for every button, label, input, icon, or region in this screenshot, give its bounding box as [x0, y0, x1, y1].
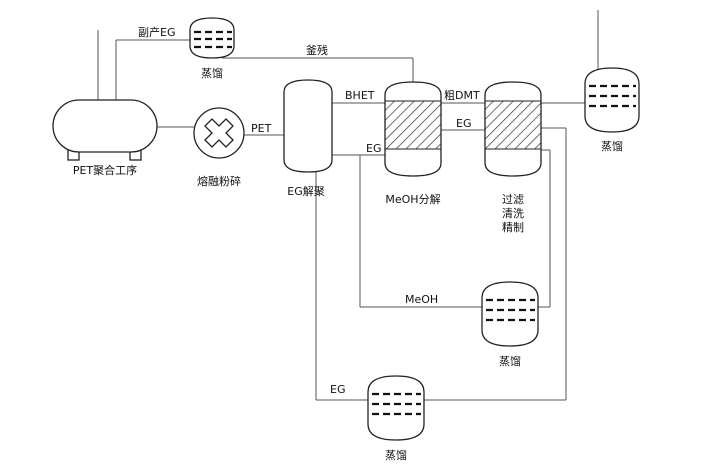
crusher-icon — [193, 107, 245, 159]
x-cross-icon — [204, 118, 234, 148]
eg-stream-right-label: EG — [456, 117, 471, 130]
pet-stream-label: PET — [251, 122, 272, 135]
eg-depoly-label: EG解聚 — [287, 184, 324, 198]
still-mid-label: 蒸馏 — [499, 354, 521, 368]
filter-label-3: 精制 — [502, 221, 524, 234]
pet-unit-label: PET聚合工序 — [73, 163, 137, 177]
pipes — [97, 10, 599, 401]
meoh-decomposition-column — [384, 81, 442, 177]
tank-body — [52, 99, 158, 153]
filter-label-1: 过滤 — [502, 193, 524, 206]
bhet-label: BHET — [345, 89, 375, 102]
eg-stream-bottom-label: EG — [330, 383, 345, 396]
melt-crush-label: 熔融粉碎 — [197, 174, 241, 188]
still-top-left-label: 蒸馏 — [201, 66, 223, 80]
byproduct-eg-label: 副产EG — [138, 25, 175, 39]
still-top-right — [584, 67, 640, 133]
meoh-decomp-label: MeOH分解 — [385, 192, 440, 206]
meoh-stream-label: MeOH — [405, 293, 438, 306]
filter-label-2: 清洗 — [502, 207, 524, 220]
still-bottom-label: 蒸馏 — [385, 448, 407, 462]
residue-label: 釜残 — [306, 43, 328, 57]
filter-column — [484, 81, 542, 177]
pet-polymerization-tank — [52, 99, 158, 161]
still-top-right-label: 蒸馏 — [601, 139, 623, 153]
filter-packing-bed — [484, 100, 542, 150]
still-mid — [481, 281, 539, 347]
crude-dmt-label: 粗DMT — [444, 89, 480, 102]
still-bottom — [367, 375, 425, 441]
packing-bed — [384, 100, 442, 150]
eg-stream-mid-label: EG — [366, 142, 381, 155]
eg-depoly-column — [283, 79, 333, 173]
still-top-left — [189, 17, 235, 59]
